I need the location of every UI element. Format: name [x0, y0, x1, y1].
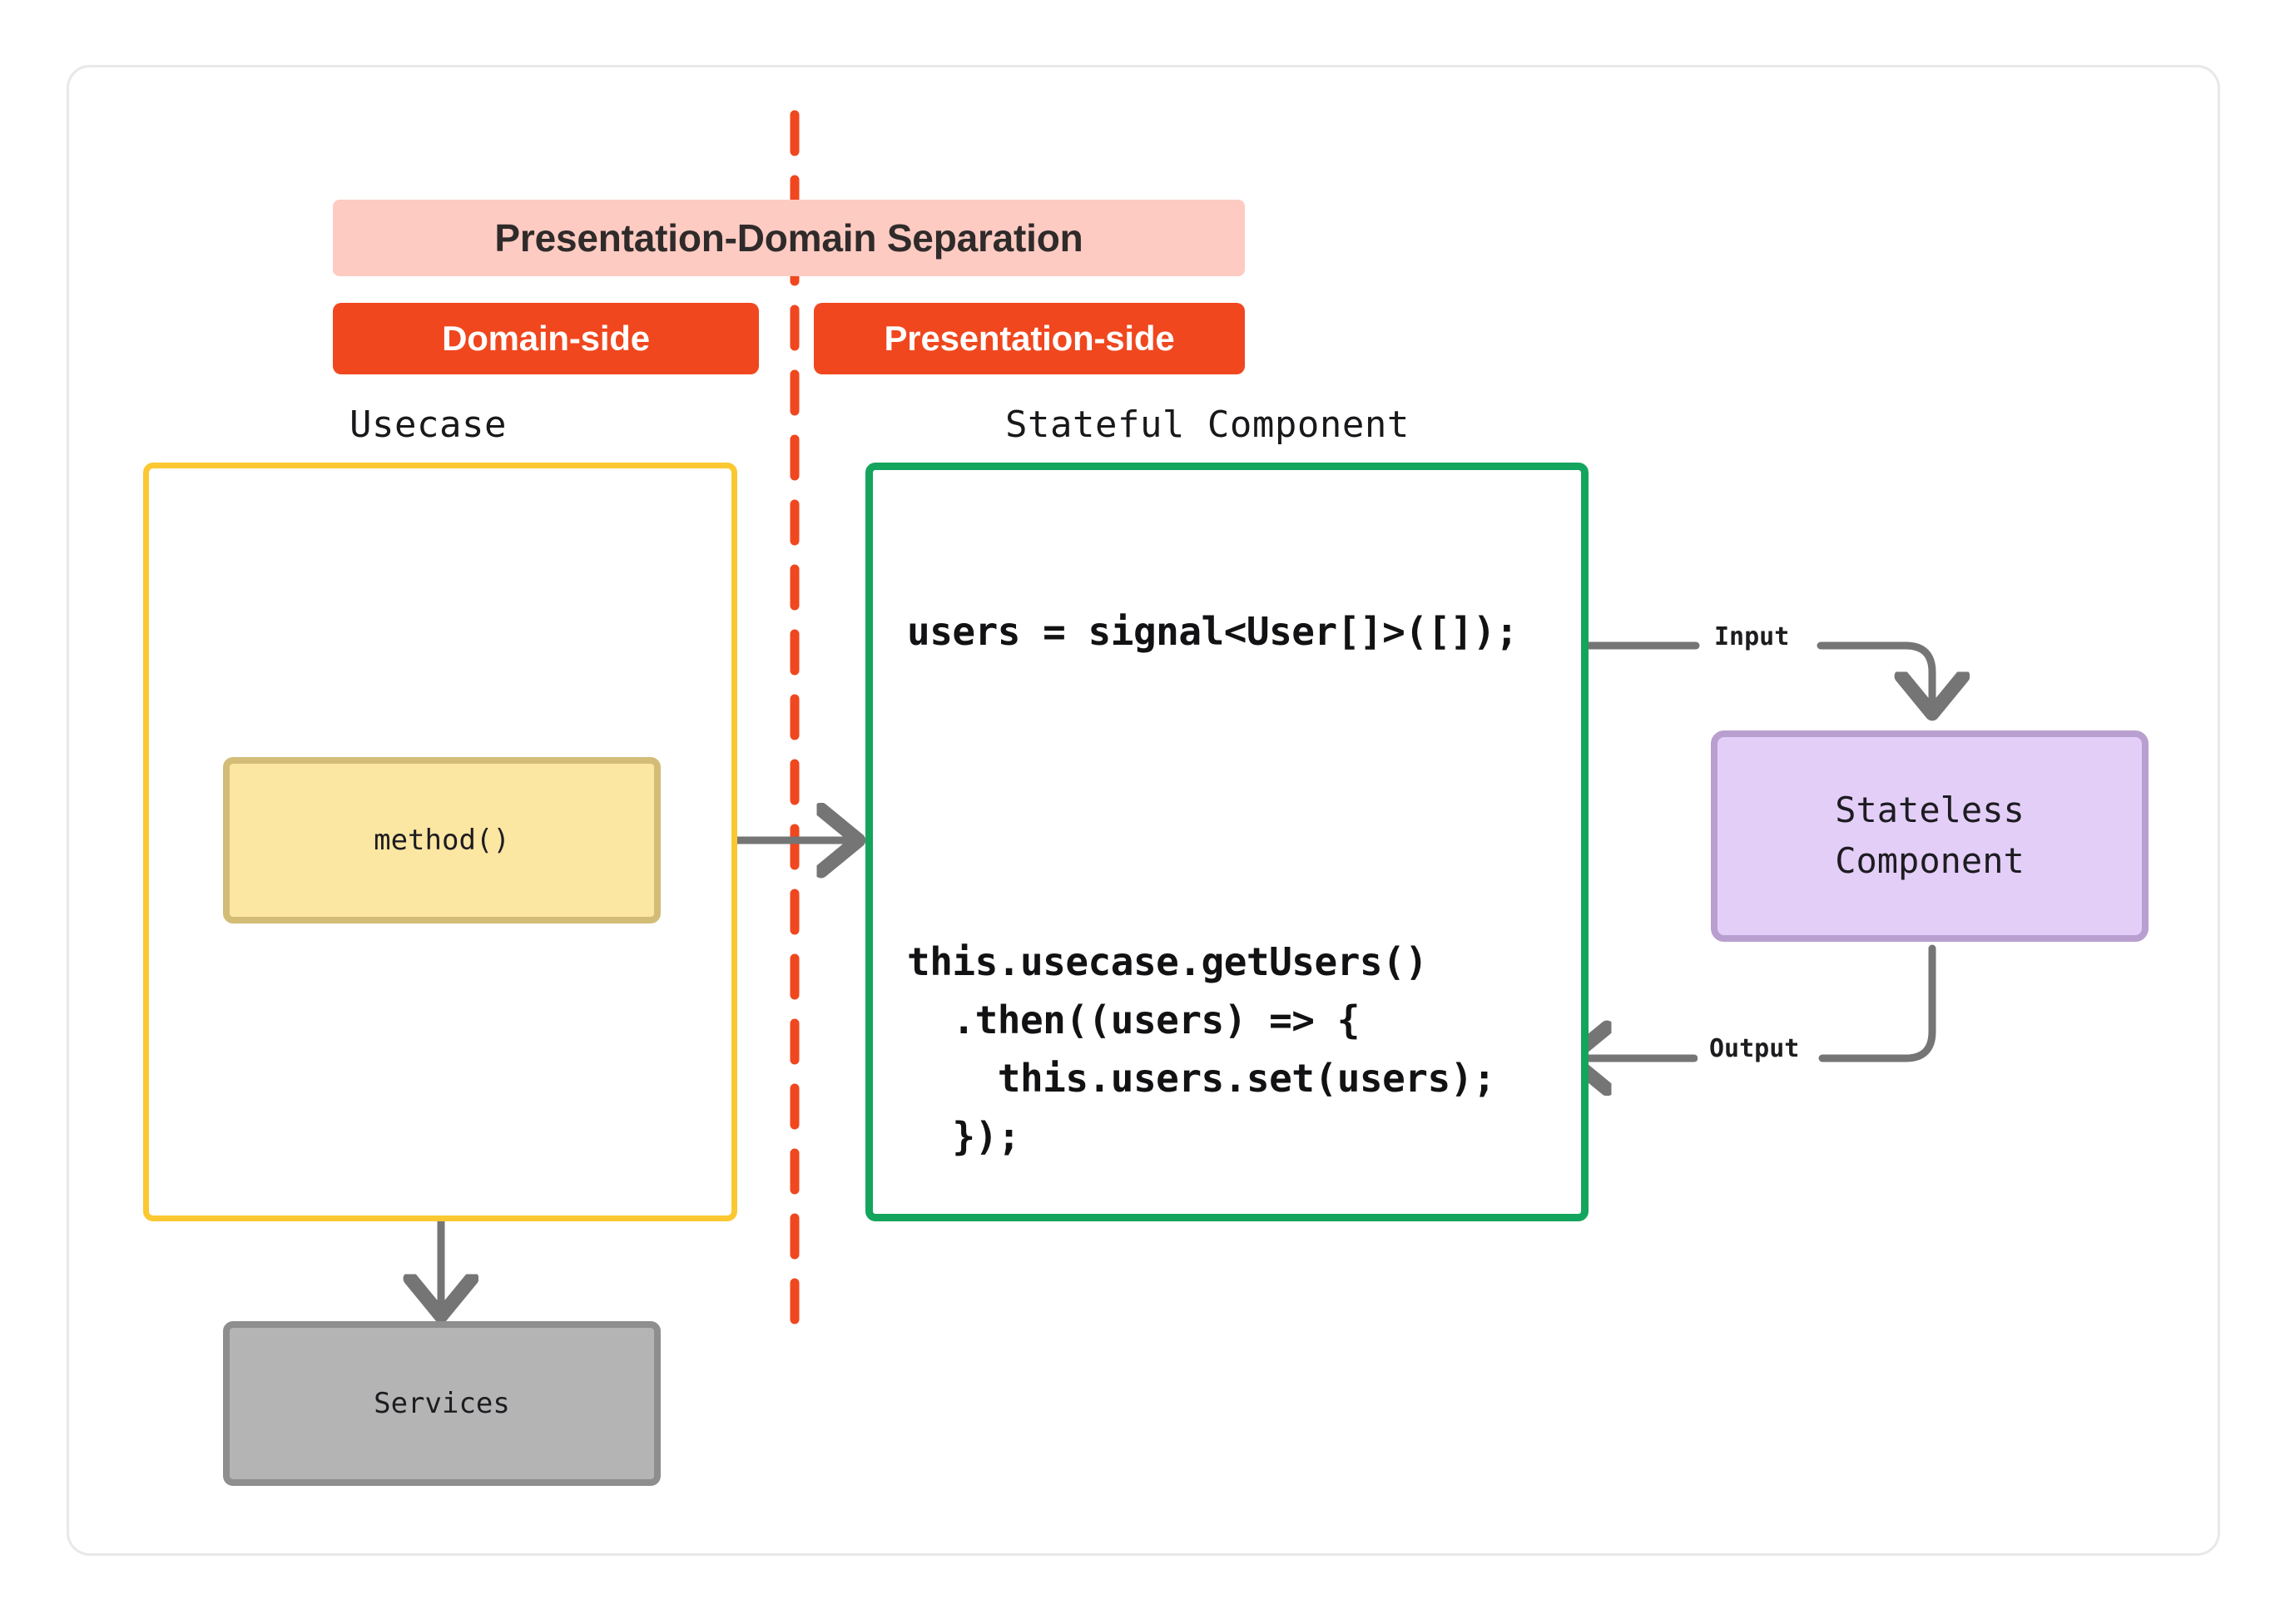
caption-usecase: Usecase	[349, 404, 507, 446]
stateless-label-line1: Stateless	[1835, 790, 2025, 831]
caption-stateful-component: Stateful Component	[1005, 404, 1410, 446]
title-banner: Presentation-Domain Separation	[333, 200, 1245, 276]
node-method: method()	[223, 757, 661, 923]
label-output: Output	[1698, 1034, 1812, 1063]
pill-domain-side: Domain-side	[333, 303, 759, 374]
node-stateless-component: Stateless Component	[1711, 730, 2149, 942]
label-input: Input	[1703, 622, 1802, 651]
code-usecase-call: this.usecase.getUsers() .then((users) =>…	[907, 939, 1496, 1159]
stateless-label-line2: Component	[1835, 840, 2025, 881]
node-services: Services	[223, 1321, 661, 1486]
code-signal-declaration: users = signal<User[]>([]);	[907, 609, 1519, 654]
pill-presentation-side: Presentation-side	[814, 303, 1245, 374]
